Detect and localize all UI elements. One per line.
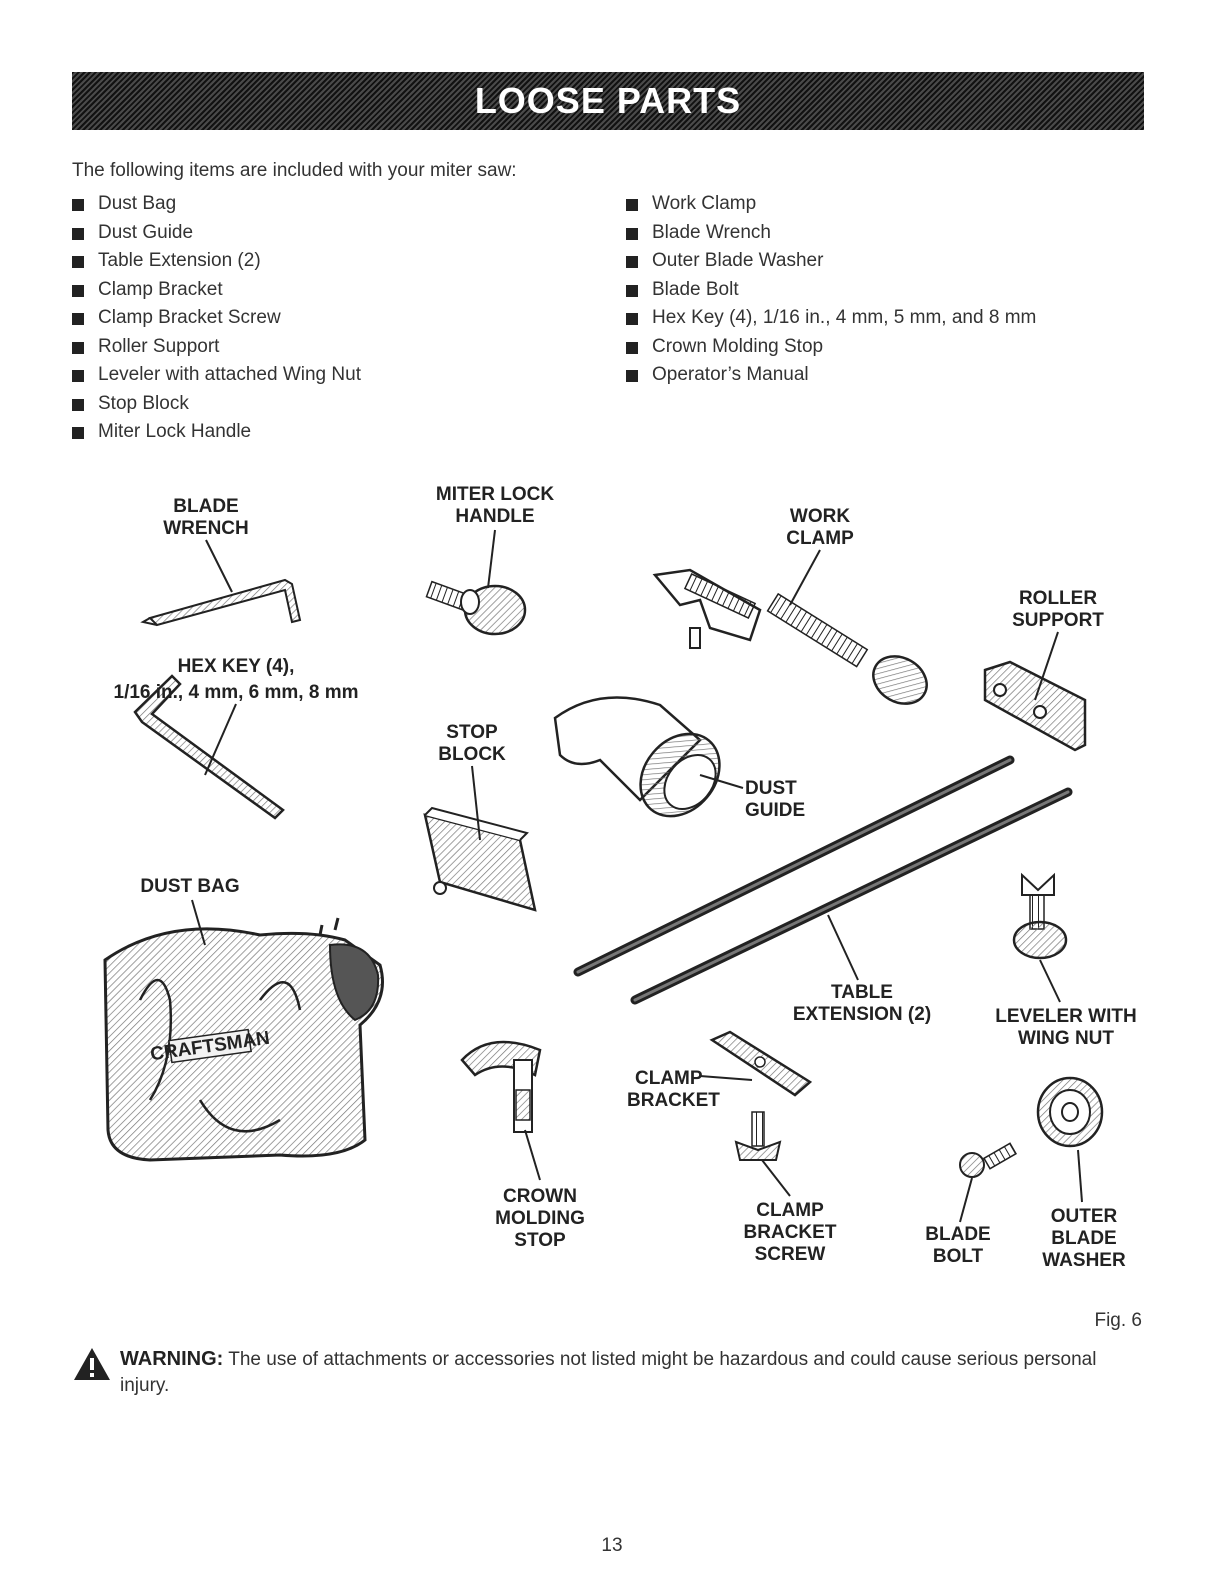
blade-wrench-illustration	[140, 578, 302, 627]
leader-line	[699, 774, 744, 789]
leader-line	[1039, 959, 1061, 1003]
bullet-icon	[626, 370, 638, 382]
warning-text: WARNING: The use of attachments or acces…	[120, 1346, 1132, 1399]
leveler-illustration	[1012, 872, 1068, 960]
bullet-icon	[626, 199, 638, 211]
bullet-icon	[626, 256, 638, 268]
bullet-icon	[72, 341, 84, 354]
leader-line	[487, 529, 496, 589]
stop-block-illustration	[423, 806, 537, 912]
table-extension-illustration	[573, 755, 1073, 1005]
leader-line	[827, 914, 859, 981]
bullet-icon	[626, 227, 638, 240]
leader-line	[1034, 631, 1059, 701]
leader-line	[524, 1129, 541, 1181]
leader-line	[204, 703, 237, 776]
warning-lead: WARNING:	[120, 1348, 224, 1370]
bullet-icon	[72, 199, 84, 211]
dust-bag-illustration	[103, 917, 384, 1162]
dust-bag-label: DUST BAG	[140, 876, 239, 897]
list-item: Roller Support	[72, 333, 361, 362]
dust-guide-illustration	[553, 696, 721, 818]
warning-icon	[74, 1348, 110, 1380]
bullet-icon	[72, 256, 84, 268]
list-item: Stop Block	[72, 390, 361, 419]
list-item: Crown Molding Stop	[626, 333, 1036, 362]
bullet-icon	[626, 313, 638, 325]
work-clamp-illustration	[652, 568, 928, 705]
warning-body: The use of attachments or accessories no…	[120, 1349, 1097, 1396]
list-item: Dust Bag	[72, 190, 361, 219]
bullet-icon	[72, 427, 84, 439]
bullet-icon	[626, 341, 638, 354]
list-item: Operator’s Manual	[626, 361, 1036, 390]
outer-blade-washer-illustration	[1036, 1076, 1104, 1148]
hex-key-label: HEX KEY (4),1/16 in., 4 mm, 6 mm, 8 mm	[114, 656, 359, 703]
list-item: Leveler with attached Wing Nut	[72, 361, 361, 390]
section-banner: LOOSE PARTS	[72, 72, 1144, 130]
list-item: Clamp Bracket Screw	[72, 304, 361, 333]
leader-line	[191, 899, 206, 946]
leader-line	[1077, 1149, 1083, 1203]
leader-line	[959, 1177, 973, 1223]
section-title: LOOSE PARTS	[474, 80, 742, 121]
bullet-icon	[72, 284, 84, 297]
list-item: Hex Key (4), 1/16 in., 4 mm, 5 mm, and 8…	[626, 304, 1036, 333]
intro-text: The following items are included with yo…	[72, 160, 517, 181]
bullet-icon	[72, 227, 84, 240]
clamp-bracket-illustration	[709, 1030, 813, 1097]
list-item: Table Extension (2)	[72, 247, 361, 276]
bullet-icon	[72, 313, 84, 325]
leader-line	[205, 539, 233, 593]
bullet-icon	[72, 370, 84, 382]
leader-line	[789, 549, 821, 606]
list-item: Dust Guide	[72, 219, 361, 248]
leader-line	[471, 765, 481, 841]
crown-molding-stop-illustration	[460, 1040, 542, 1133]
miter-lock-handle-illustration	[425, 580, 527, 636]
page-number: 13	[601, 1535, 623, 1556]
blade-bolt-illustration	[959, 1142, 1018, 1178]
warning-block: WARNING: The use of attachments or acces…	[72, 1346, 1132, 1399]
bullet-icon	[626, 284, 638, 297]
parts-list-right: Work Clamp Blade Wrench Outer Blade Wash…	[626, 190, 1036, 390]
leader-line	[761, 1159, 791, 1197]
list-item: Miter Lock Handle	[72, 418, 361, 447]
clamp-bracket-screw-illustration	[734, 1111, 782, 1161]
leader-line	[699, 1075, 753, 1081]
roller-support-illustration	[983, 660, 1087, 752]
figure-number: Fig. 6	[1094, 1310, 1142, 1331]
bullet-icon	[72, 398, 84, 411]
list-item: Clamp Bracket	[72, 276, 361, 305]
parts-list-left: Dust Bag Dust Guide Table Extension (2) …	[72, 190, 361, 447]
list-item: Blade Bolt	[626, 276, 1036, 305]
list-item: Outer Blade Washer	[626, 247, 1036, 276]
hex-key-illustration	[133, 674, 285, 820]
list-item: Work Clamp	[626, 190, 1036, 219]
list-item: Blade Wrench	[626, 219, 1036, 248]
